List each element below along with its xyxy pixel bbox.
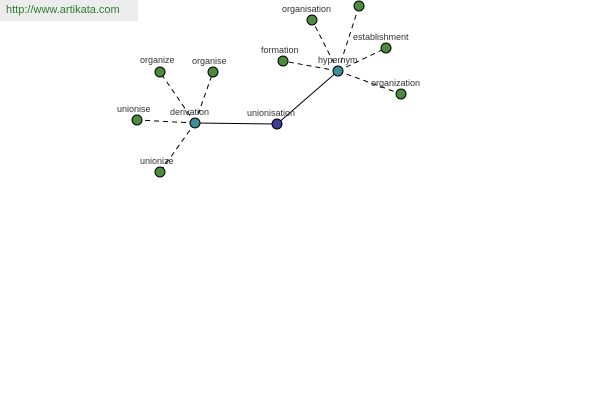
relation-node-hypernym[interactable]: [332, 65, 344, 77]
edge-derivation-organise: [194, 71, 214, 124]
term-label-establishment: establishment: [353, 32, 409, 42]
center-word-node[interactable]: [271, 118, 283, 130]
term-node-unionise[interactable]: [131, 114, 143, 126]
term-label-organisation: organisation: [282, 4, 331, 14]
term-node-establishment[interactable]: [380, 42, 392, 54]
edge-derivation-organize: [159, 71, 196, 124]
term-label-organise: organise: [192, 56, 227, 66]
term-label-unionise: unionise: [117, 104, 151, 114]
term-node-organise[interactable]: [207, 66, 219, 78]
term-label-organization: organization: [371, 78, 420, 88]
term-node-organize[interactable]: [154, 66, 166, 78]
edge-hypernym-formation: [282, 60, 339, 72]
center-word-label: unionisation: [247, 108, 295, 118]
term-node-formation[interactable]: [277, 55, 289, 67]
relation-node-derivation[interactable]: [189, 117, 201, 129]
term-label-organize: organize: [140, 55, 175, 65]
edge-hypernym-unlabeled: [337, 5, 360, 72]
edge-center-derivation: [194, 122, 278, 125]
term-node-unionize[interactable]: [154, 166, 166, 178]
edge-hypernym-organization: [337, 70, 402, 95]
term-node-unlabeled[interactable]: [353, 0, 365, 12]
term-label-formation: formation: [261, 45, 299, 55]
term-node-organisation[interactable]: [306, 14, 318, 26]
edge-hypernym-organisation: [311, 19, 339, 72]
relation-label-derivation: derivation: [170, 107, 209, 117]
source-url[interactable]: http://www.artikata.com: [0, 0, 138, 21]
relation-label-hypernym: hypernym: [318, 55, 358, 65]
edge-derivation-unionise: [136, 119, 196, 124]
term-label-unionize: unionize: [140, 156, 174, 166]
edge-center-hypernym: [276, 70, 339, 125]
term-node-organization[interactable]: [395, 88, 407, 100]
edge-derivation-unionize: [159, 122, 196, 173]
